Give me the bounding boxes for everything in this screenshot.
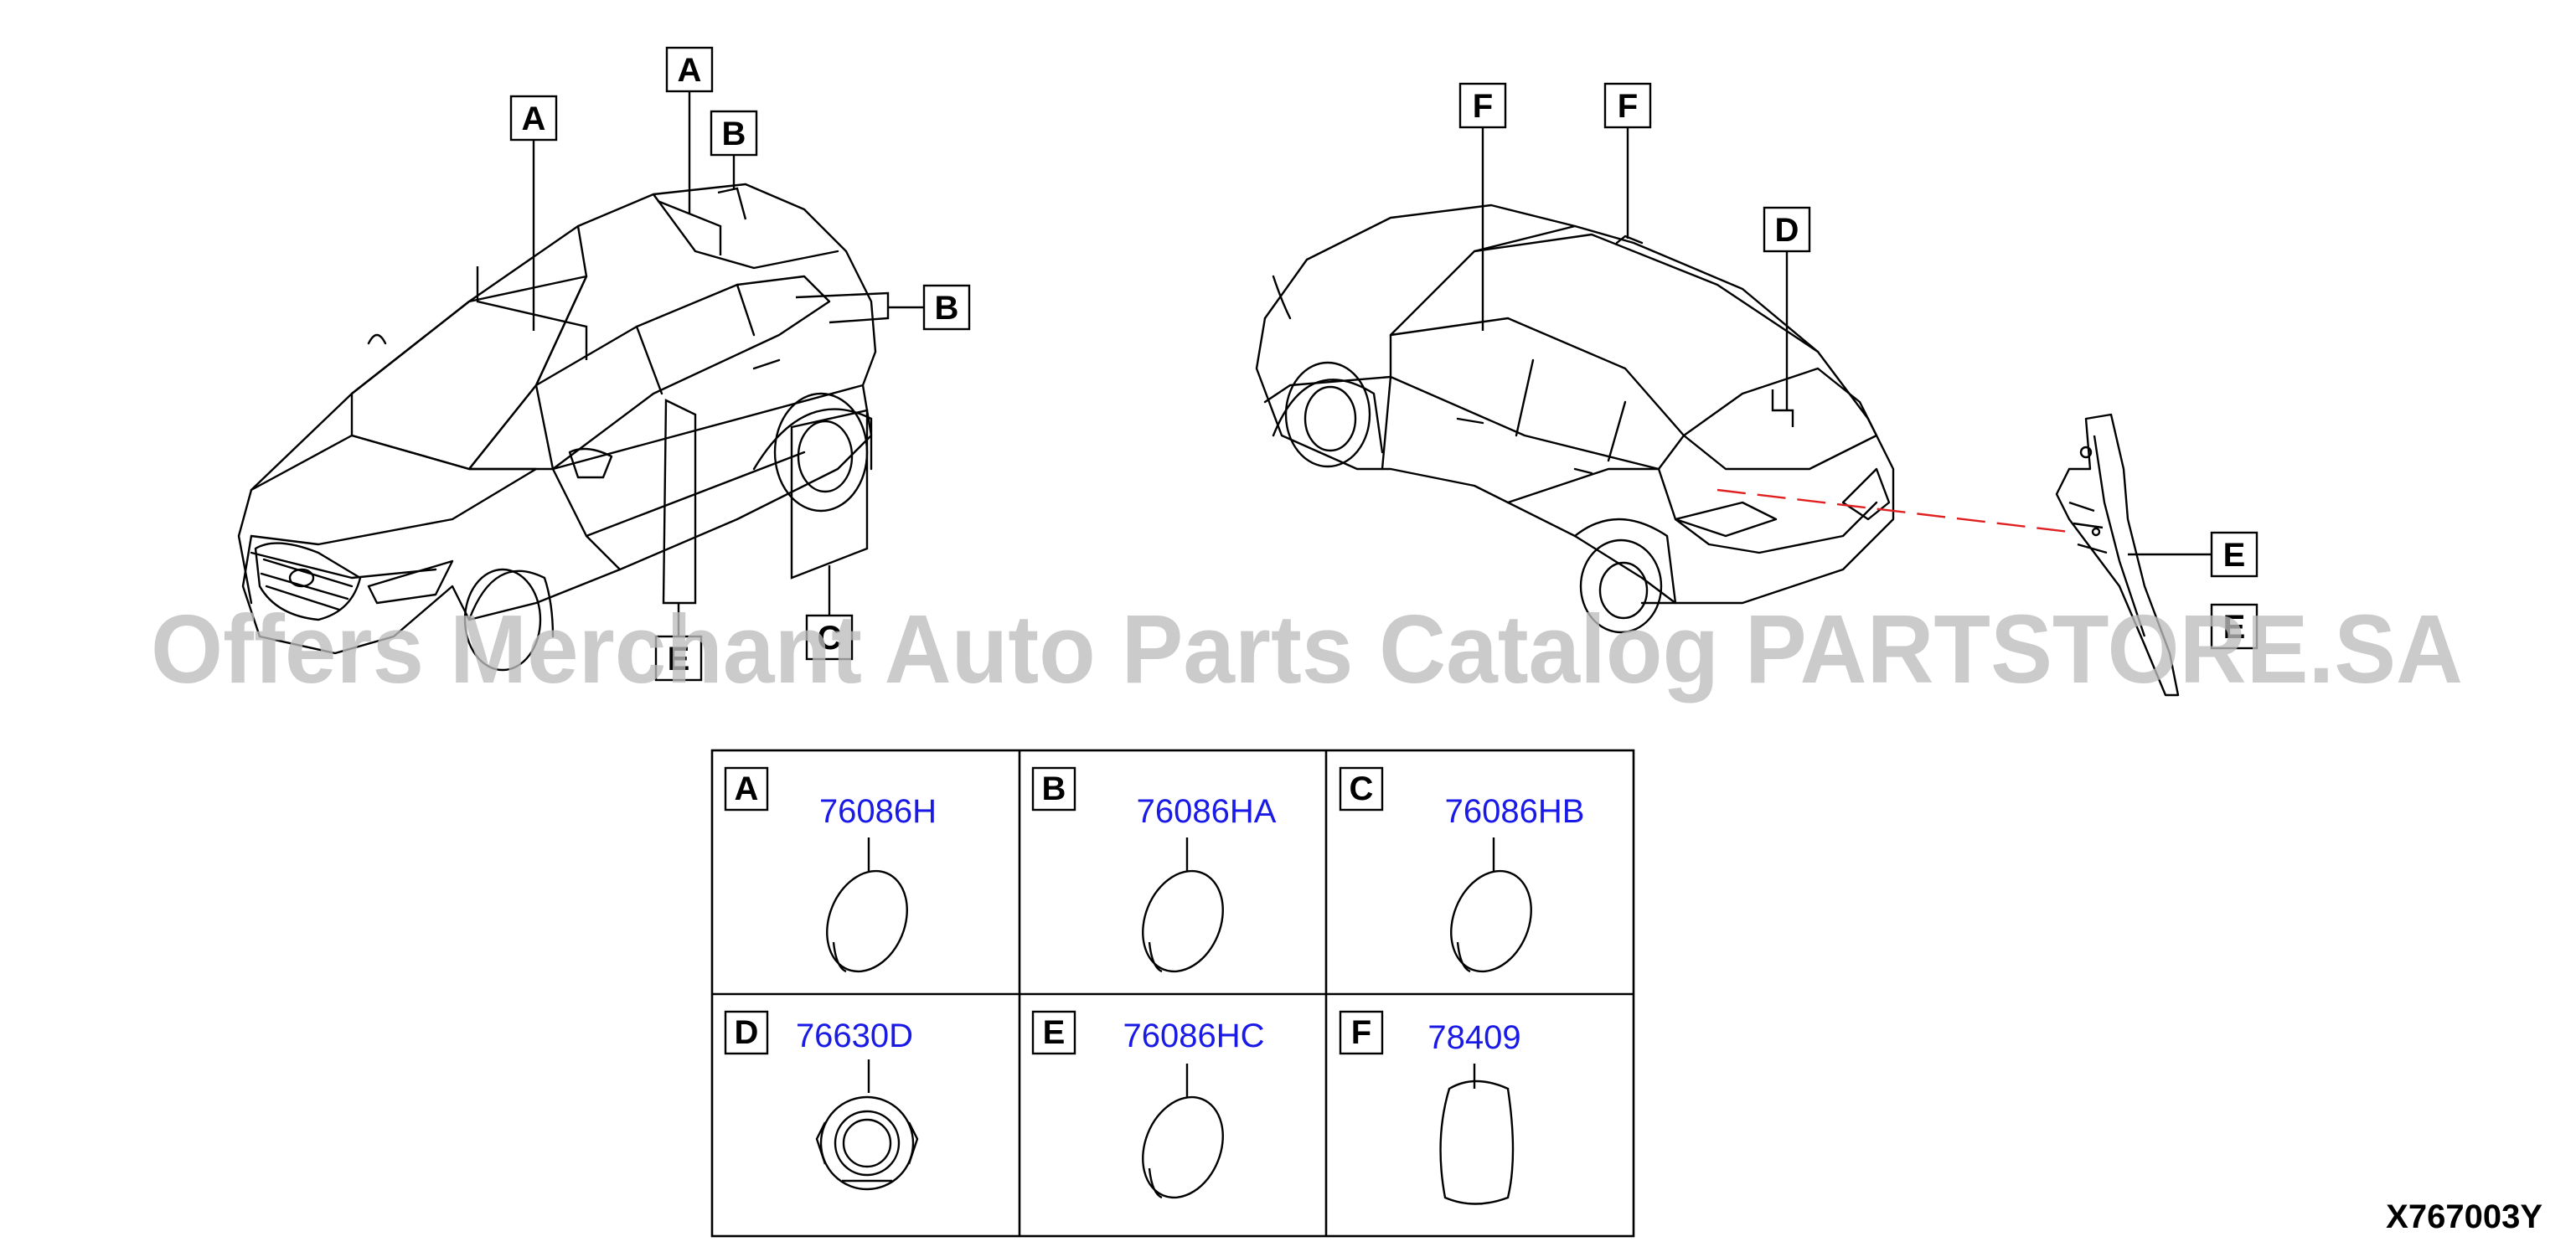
table-cell-f: F 78409 bbox=[1339, 1010, 1521, 1205]
table-cell-b: B 76086HA bbox=[1031, 766, 1277, 973]
table-cell-a: A 76086H bbox=[724, 766, 937, 973]
svg-text:E: E bbox=[668, 641, 690, 678]
part-number: 78409 bbox=[1427, 1019, 1520, 1056]
cell-letter: C bbox=[1350, 770, 1374, 807]
callout-left-a1: A bbox=[509, 95, 558, 142]
callout-right-f2: F bbox=[1603, 82, 1652, 129]
right-callout-labels: F F D E E bbox=[1458, 82, 2259, 650]
svg-text:F: F bbox=[1618, 88, 1638, 125]
cell-letter: D bbox=[735, 1014, 759, 1051]
callout-left-a2: A bbox=[665, 46, 714, 93]
guide-dashed-line bbox=[1716, 488, 2070, 533]
round-plug-icon bbox=[826, 837, 908, 973]
callout-left-e: E bbox=[654, 635, 703, 682]
vehicle-front-view bbox=[237, 183, 877, 672]
part-number: 76086HA bbox=[1137, 793, 1277, 830]
svg-text:D: D bbox=[1775, 212, 1799, 249]
vehicle-rear-view bbox=[1255, 204, 1895, 634]
grommet-icon bbox=[815, 1059, 919, 1191]
diagram-id: X767003Y bbox=[2386, 1198, 2542, 1235]
parts-table: A 76086H B 76086HA C 76086HB bbox=[710, 749, 1635, 1238]
part-number: 76086HB bbox=[1445, 793, 1585, 830]
svg-text:F: F bbox=[1473, 88, 1493, 125]
svg-text:E: E bbox=[2223, 609, 2246, 646]
svg-text:A: A bbox=[522, 100, 546, 137]
callout-right-f1: F bbox=[1458, 82, 1507, 129]
part-number: 76086HC bbox=[1123, 1018, 1264, 1054]
callout-right-e1: E bbox=[2210, 531, 2259, 578]
round-plug-icon bbox=[1142, 1064, 1224, 1199]
right-callout-leaders bbox=[1481, 127, 2212, 556]
table-cell-c: C 76086HB bbox=[1339, 766, 1585, 973]
cell-letter: E bbox=[1043, 1014, 1066, 1051]
callout-left-c: C bbox=[805, 614, 854, 661]
svg-text:B: B bbox=[722, 116, 746, 152]
left-callout-leaders bbox=[476, 90, 924, 636]
oval-pad-icon bbox=[1439, 1064, 1515, 1205]
callout-left-b2: B bbox=[922, 284, 971, 331]
part-number: 76630D bbox=[796, 1018, 913, 1054]
cell-letter: F bbox=[1351, 1014, 1371, 1051]
table-cell-e: E 76086HC bbox=[1031, 1010, 1265, 1199]
cell-letter: A bbox=[735, 770, 759, 807]
callout-right-d: D bbox=[1763, 206, 1811, 253]
pillar-detail bbox=[2055, 413, 2180, 697]
watermark-text: Offers Merchant Auto Parts Catalog PARTS… bbox=[151, 595, 2463, 703]
round-plug-icon bbox=[1142, 837, 1224, 973]
cell-letter: B bbox=[1042, 770, 1066, 807]
left-callout-labels: A A B B E C bbox=[509, 46, 971, 682]
svg-text:E: E bbox=[2223, 537, 2246, 574]
part-number: 76086H bbox=[819, 793, 937, 830]
callout-right-e2: E bbox=[2210, 603, 2259, 650]
round-plug-icon bbox=[1450, 837, 1532, 973]
svg-text:B: B bbox=[935, 290, 959, 327]
svg-text:C: C bbox=[818, 620, 842, 657]
table-cell-d: D 76630D bbox=[724, 1010, 919, 1191]
svg-text:A: A bbox=[678, 52, 702, 89]
callout-left-b1: B bbox=[710, 110, 758, 157]
